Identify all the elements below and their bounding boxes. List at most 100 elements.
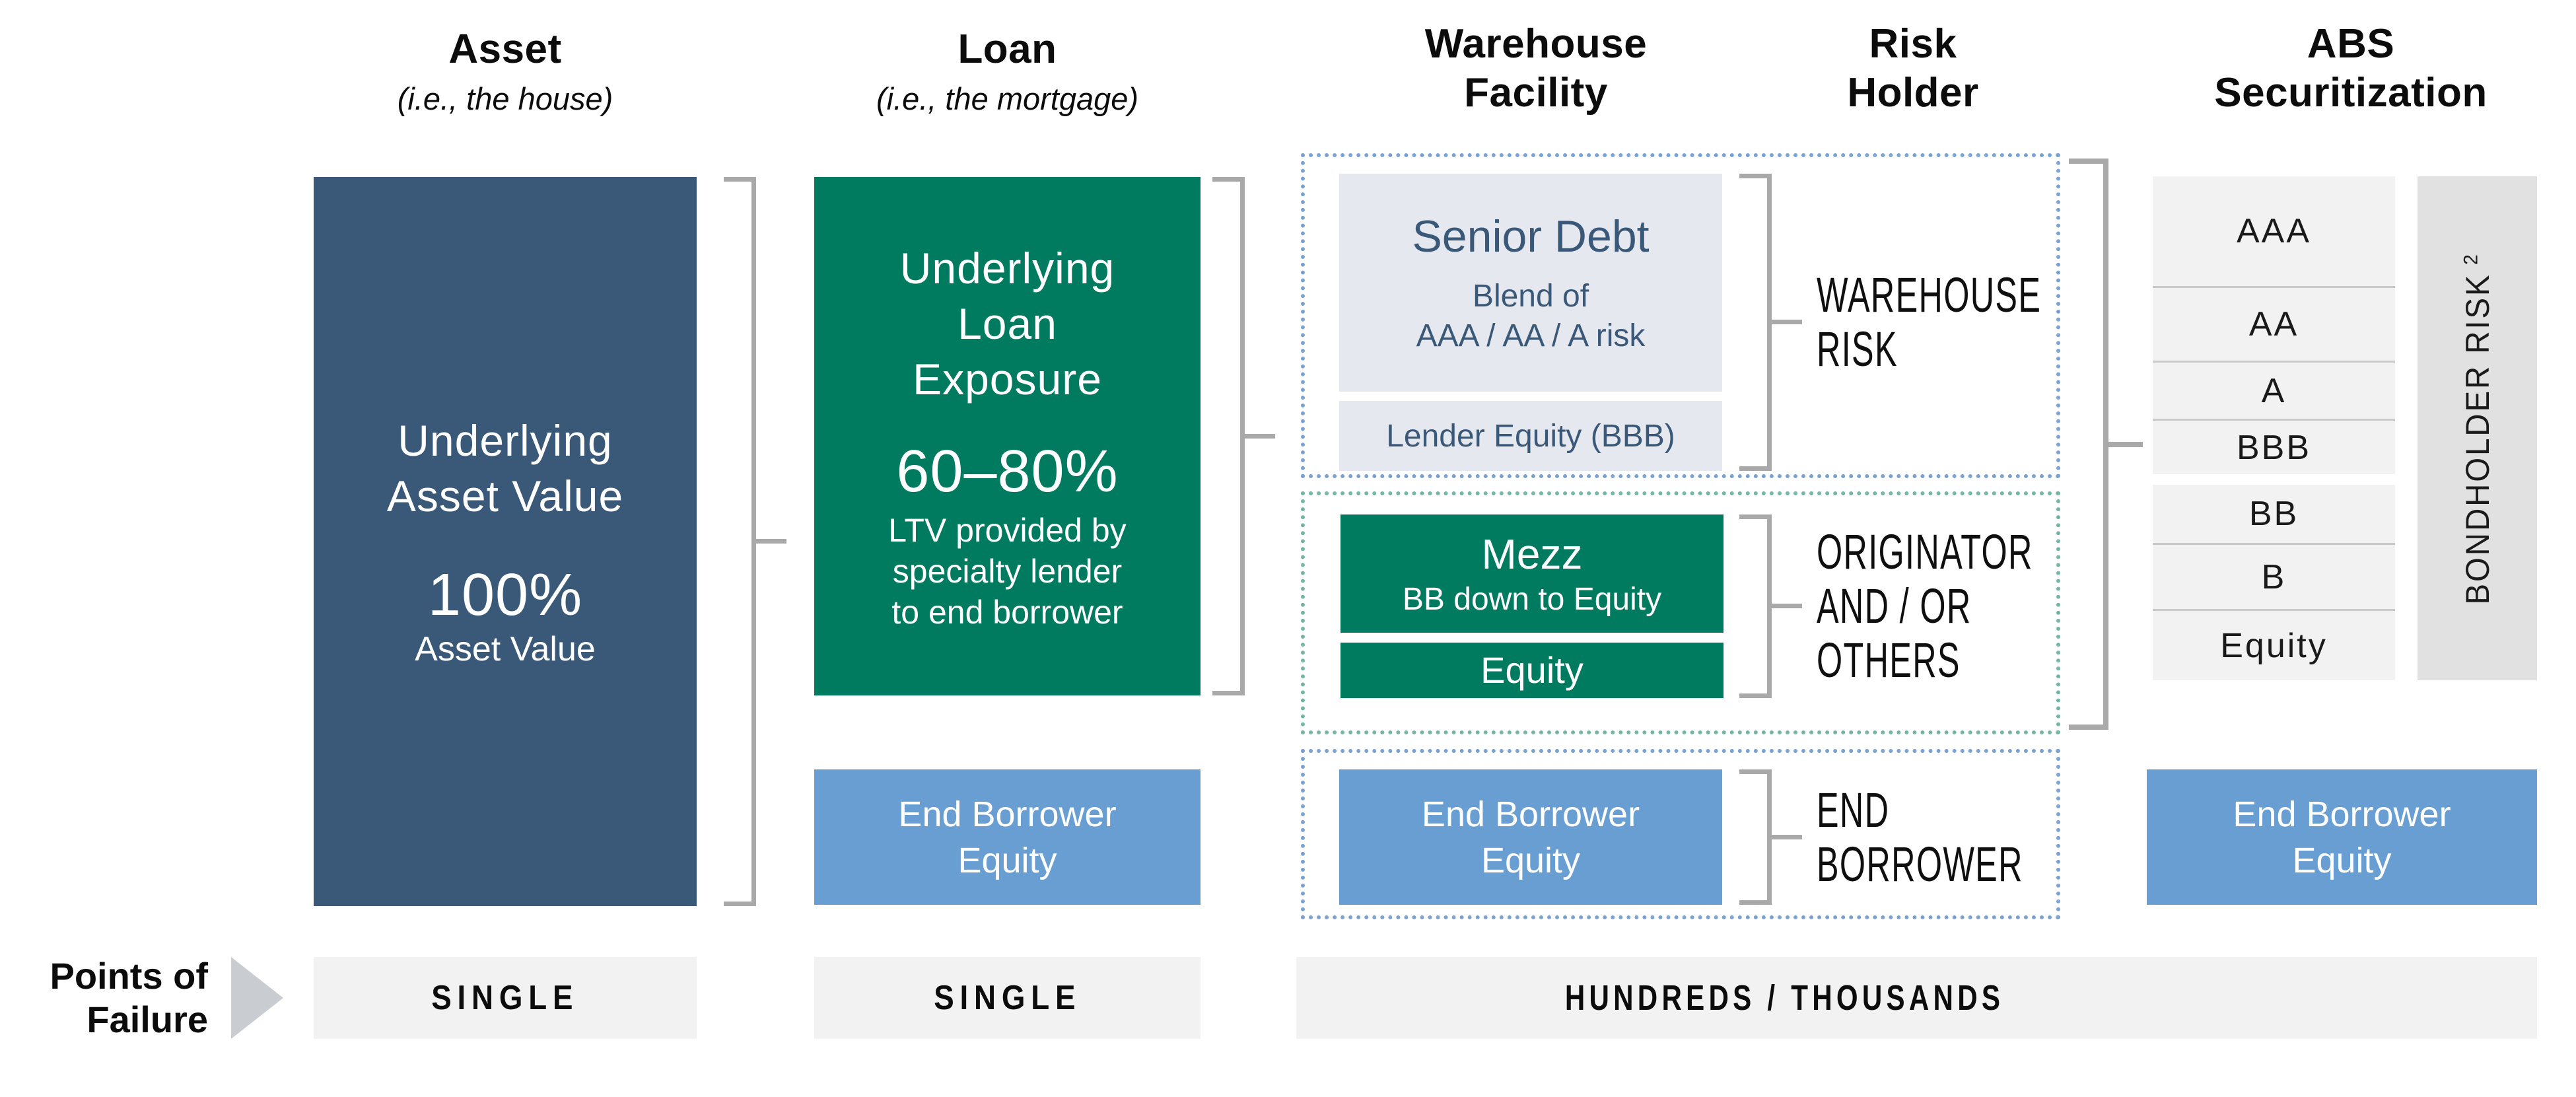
header-loan-title: Loan <box>957 26 1057 72</box>
header-loan-subtitle: (i.e., the mortgage) <box>876 81 1139 116</box>
tranche-row-a: A <box>2153 363 2395 419</box>
originator-label-line2: AND / OR <box>1817 579 1972 633</box>
bondholder-risk-bar: BONDHOLDER RISK 2 <box>2418 176 2537 680</box>
tranche-label-bbb: BBB <box>2236 428 2312 467</box>
mezz-box: Mezz BB down to Equity <box>1340 514 1723 633</box>
asset-box-title-line1: Underlying <box>398 416 613 465</box>
header-risk-line1: Risk <box>1869 21 1957 67</box>
bondholder-risk-label: BONDHOLDER RISK <box>2458 273 2496 605</box>
tranche-gap-divider <box>2153 474 2395 485</box>
header-warehouse-line1: Warehouse <box>1424 21 1648 67</box>
abs-end-borrower-equity-box: End Borrower Equity <box>2147 769 2537 905</box>
header-asset-subtitle: (i.e., the house) <box>397 81 613 116</box>
loan-box-caption-line3: to end borrower <box>891 593 1123 631</box>
senior-debt-sub2: AAA / AA / A risk <box>1416 318 1646 353</box>
tranche-divider <box>2153 419 2395 421</box>
warehouse-risk-dotted-group <box>1301 153 2060 478</box>
loan-box-title-line1: Underlying <box>899 243 1115 293</box>
mezz-title: Mezz <box>1481 530 1583 578</box>
header-abs-line1: ABS <box>2307 21 2395 67</box>
loan-box-caption-line1: LTV provided by <box>888 511 1127 549</box>
lender-equity-box: Lender Equity (BBB) <box>1339 401 1722 471</box>
failure-cell-asset-text: SINGLE <box>431 979 579 1017</box>
tranche-row-bbb: BBB <box>2153 421 2395 474</box>
asset-box-value: 100% <box>427 562 583 628</box>
header-abs-securitization: ABS Securitization <box>2153 20 2549 118</box>
warehouse-risk-label-line1: WAREHOUSE <box>1817 267 2042 322</box>
warehouse-risk-label: WAREHOUSE RISK <box>1817 174 2054 471</box>
failure-cell-securitized-text: HUNDREDS / THOUSANDS <box>1564 978 2005 1018</box>
tranche-label-b: B <box>2261 557 2287 596</box>
originator-label-line1: ORIGINATOR <box>1817 524 2033 579</box>
asset-box-caption: Asset Value <box>415 630 596 668</box>
underlying-asset-value-box: Underlying Asset Value 100% Asset Value <box>314 177 697 906</box>
failure-cell-loan: SINGLE <box>814 957 1201 1039</box>
end-borrower-bracket-tick <box>1767 834 1802 839</box>
senior-debt-box: Senior Debt Blend of AAA / AA / A risk <box>1339 174 1722 392</box>
loan-box-value: 60–80% <box>896 438 1119 505</box>
header-risk-line2: Holder <box>1847 70 1979 116</box>
warehouse-ebe-line2: Equity <box>1480 840 1581 880</box>
senior-debt-sub1: Blend of <box>1472 279 1589 314</box>
bondholder-risk-text: BONDHOLDER RISK 2 <box>2458 252 2497 604</box>
tranche-label-bb: BB <box>2248 495 2299 533</box>
header-warehouse-facility: Warehouse Facility <box>1377 20 1694 118</box>
warehouse-risk-bracket-tick <box>1767 320 1802 324</box>
tranche-row-aa: AA <box>2153 288 2395 361</box>
loan-ebe-line2: Equity <box>957 840 1057 880</box>
header-loan: Loan (i.e., the mortgage) <box>814 25 1201 117</box>
loan-box-title-line2: Loan <box>957 299 1057 348</box>
tranche-row-bb: BB <box>2153 485 2395 543</box>
loan-bracket-tick <box>1240 433 1275 439</box>
abs-group-bracket <box>2069 159 2143 730</box>
bondholder-risk-footnote: 2 <box>2459 252 2482 265</box>
tranche-divider <box>2153 543 2395 545</box>
failure-cell-loan-text: SINGLE <box>933 979 1082 1017</box>
header-abs-line2: Securitization <box>2214 70 2488 116</box>
tranche-row-aaa: AAA <box>2153 176 2395 286</box>
underlying-loan-exposure-box: Underlying Loan Exposure 60–80% LTV prov… <box>814 177 1201 695</box>
mezz-sub: BB down to Equity <box>1402 581 1662 617</box>
warehouse-risk-label-line2: RISK <box>1817 322 1898 376</box>
warehouse-equity-box: Equity <box>1340 643 1723 698</box>
asset-bracket-tick <box>751 539 786 544</box>
originator-label: ORIGINATOR AND / OR OTHERS <box>1817 514 2054 698</box>
warehouse-ebe-line1: End Borrower <box>1421 794 1640 834</box>
originator-label-line3: OTHERS <box>1817 633 1961 688</box>
arrow-right-icon <box>231 957 283 1039</box>
tranche-divider <box>2153 361 2395 363</box>
originator-bracket <box>1739 514 1802 698</box>
loan-ebe-line1: End Borrower <box>898 794 1117 834</box>
tranche-label-aaa: AAA <box>2236 212 2312 250</box>
abs-tranche-stack <box>2153 176 2395 680</box>
end-borrower-label-line2: BORROWER <box>1817 836 2023 892</box>
warehouse-equity-text: Equity <box>1480 649 1584 691</box>
loan-box-caption-line2: specialty lender <box>892 552 1123 590</box>
abs-group-bracket-tick <box>2103 441 2143 447</box>
tranche-divider <box>2153 609 2395 611</box>
points-of-failure-line1: Points of <box>50 955 208 997</box>
originator-bracket-tick <box>1767 604 1802 608</box>
points-of-failure-label: Points of Failure <box>13 955 208 1040</box>
abs-ebe-line2: Equity <box>2292 840 2392 880</box>
warehouse-end-borrower-equity-box: End Borrower Equity <box>1339 769 1722 905</box>
tranche-row-b: B <box>2153 545 2395 609</box>
tranche-label-equity: Equity <box>2220 626 2328 665</box>
asset-box-title-line2: Asset Value <box>386 472 624 520</box>
points-of-failure-line2: Failure <box>87 999 208 1040</box>
header-risk-holder: Risk Holder <box>1781 20 2045 118</box>
abs-ebe-line1: End Borrower <box>2233 794 2451 834</box>
tranche-divider <box>2153 286 2395 288</box>
failure-cell-asset: SINGLE <box>314 957 697 1039</box>
originator-dotted-group <box>1301 491 2060 734</box>
end-borrower-label: END BORROWER <box>1817 769 2054 905</box>
tranche-label-a: A <box>2261 371 2287 410</box>
header-asset: Asset (i.e., the house) <box>314 25 697 117</box>
loan-end-borrower-equity-box: End Borrower Equity <box>814 769 1201 905</box>
loan-box-title-line3: Exposure <box>913 354 1102 404</box>
lender-equity-text: Lender Equity (BBB) <box>1386 418 1675 454</box>
tranche-row-equity: Equity <box>2153 611 2395 680</box>
end-borrower-bracket <box>1739 769 1802 905</box>
end-borrower-dotted-group <box>1301 749 2060 919</box>
